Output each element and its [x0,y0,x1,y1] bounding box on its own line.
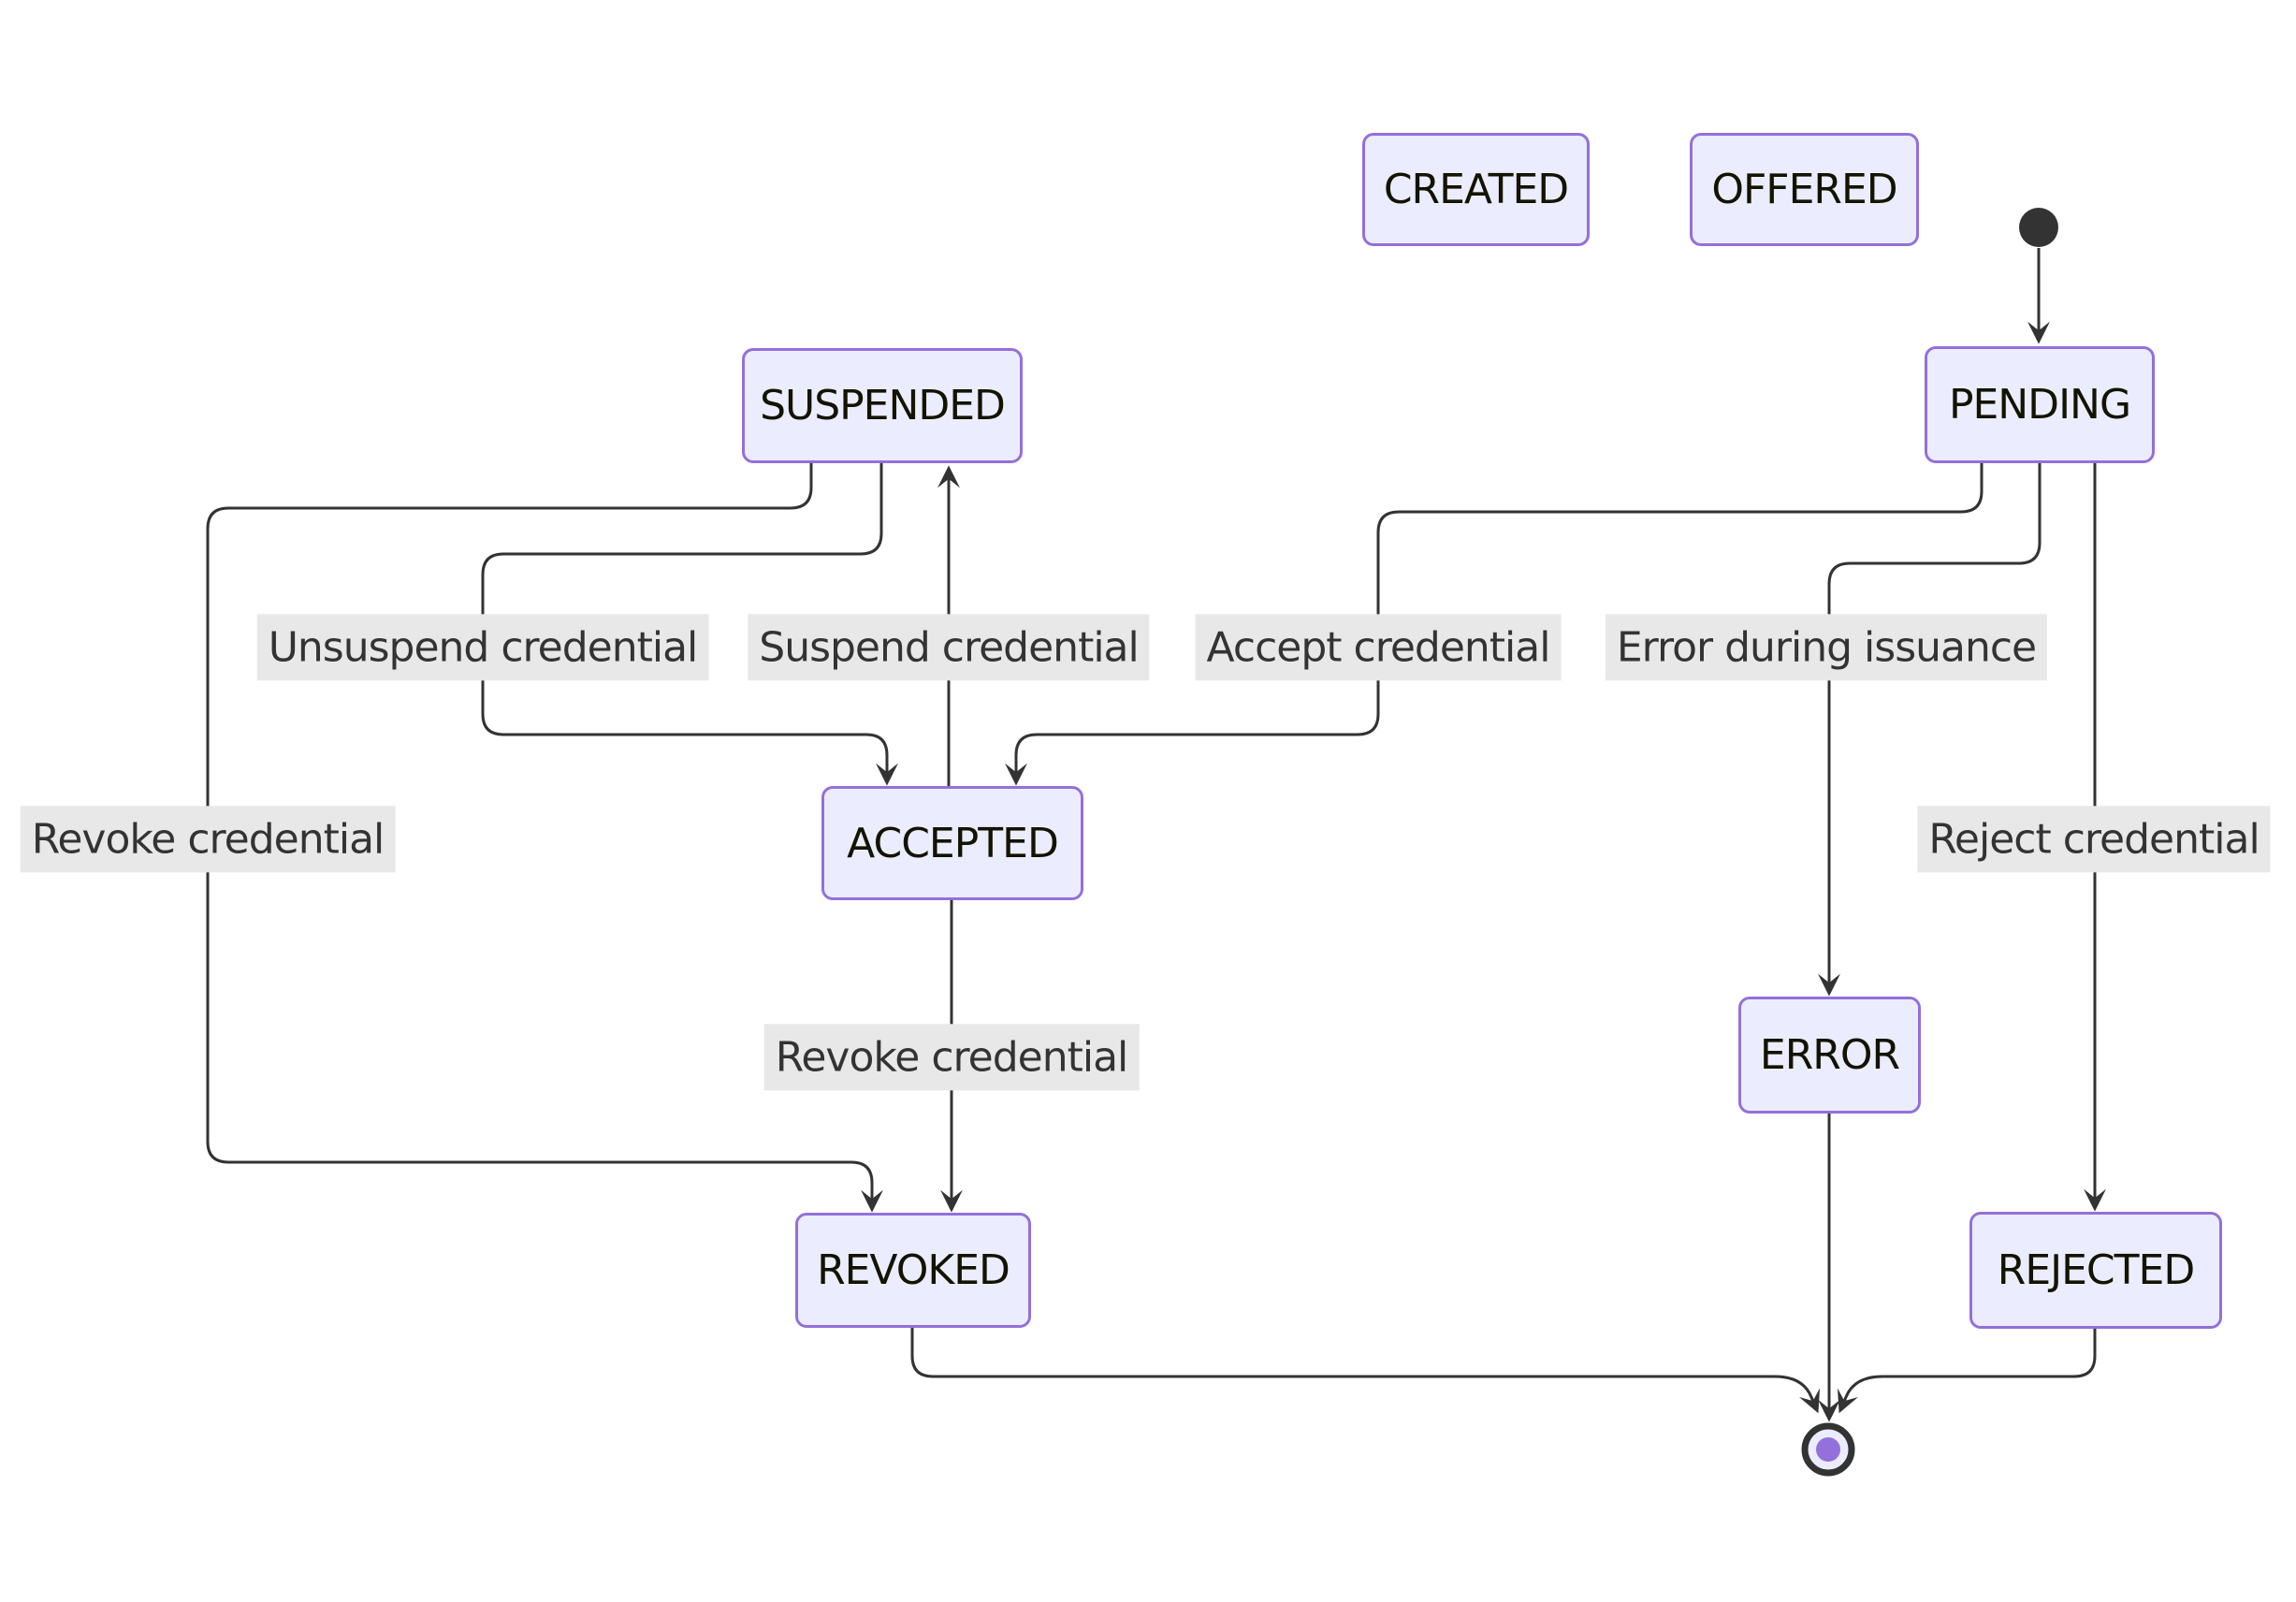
state-node-suspended: SUSPENDED [742,348,1023,463]
edge-rejected-end [1838,1329,2097,1414]
edge-pending-error [1818,463,2042,997]
edge-label-unsuspend-credential: Unsuspend credential [256,614,709,681]
state-node-revoked: REVOKED [795,1213,1031,1328]
state-node-rejected: REJECTED [1969,1212,2222,1329]
state-node-offered: OFFERED [1690,133,1919,246]
start-state-marker [2019,208,2058,247]
edge-revoked-end [910,1328,1820,1414]
edge-label-revoke-credential-accepted: Revoke credential [763,1024,1140,1091]
edge-label-reject-credential: Reject credential [1917,806,2271,873]
edge-label-accept-credential: Accept credential [1195,614,1562,681]
state-node-pending: PENDING [1925,346,2155,463]
state-node-error: ERROR [1738,997,1921,1114]
state-node-accepted: ACCEPTED [821,786,1083,900]
edge-label-revoke-credential-suspended: Revoke credential [20,806,396,873]
state-node-created: CREATED [1362,133,1590,246]
final-state-marker [1801,1422,1855,1477]
edge-label-error-during-issuance: Error during issuance [1605,614,2048,681]
edge-label-suspend-credential: Suspend credential [748,614,1150,681]
